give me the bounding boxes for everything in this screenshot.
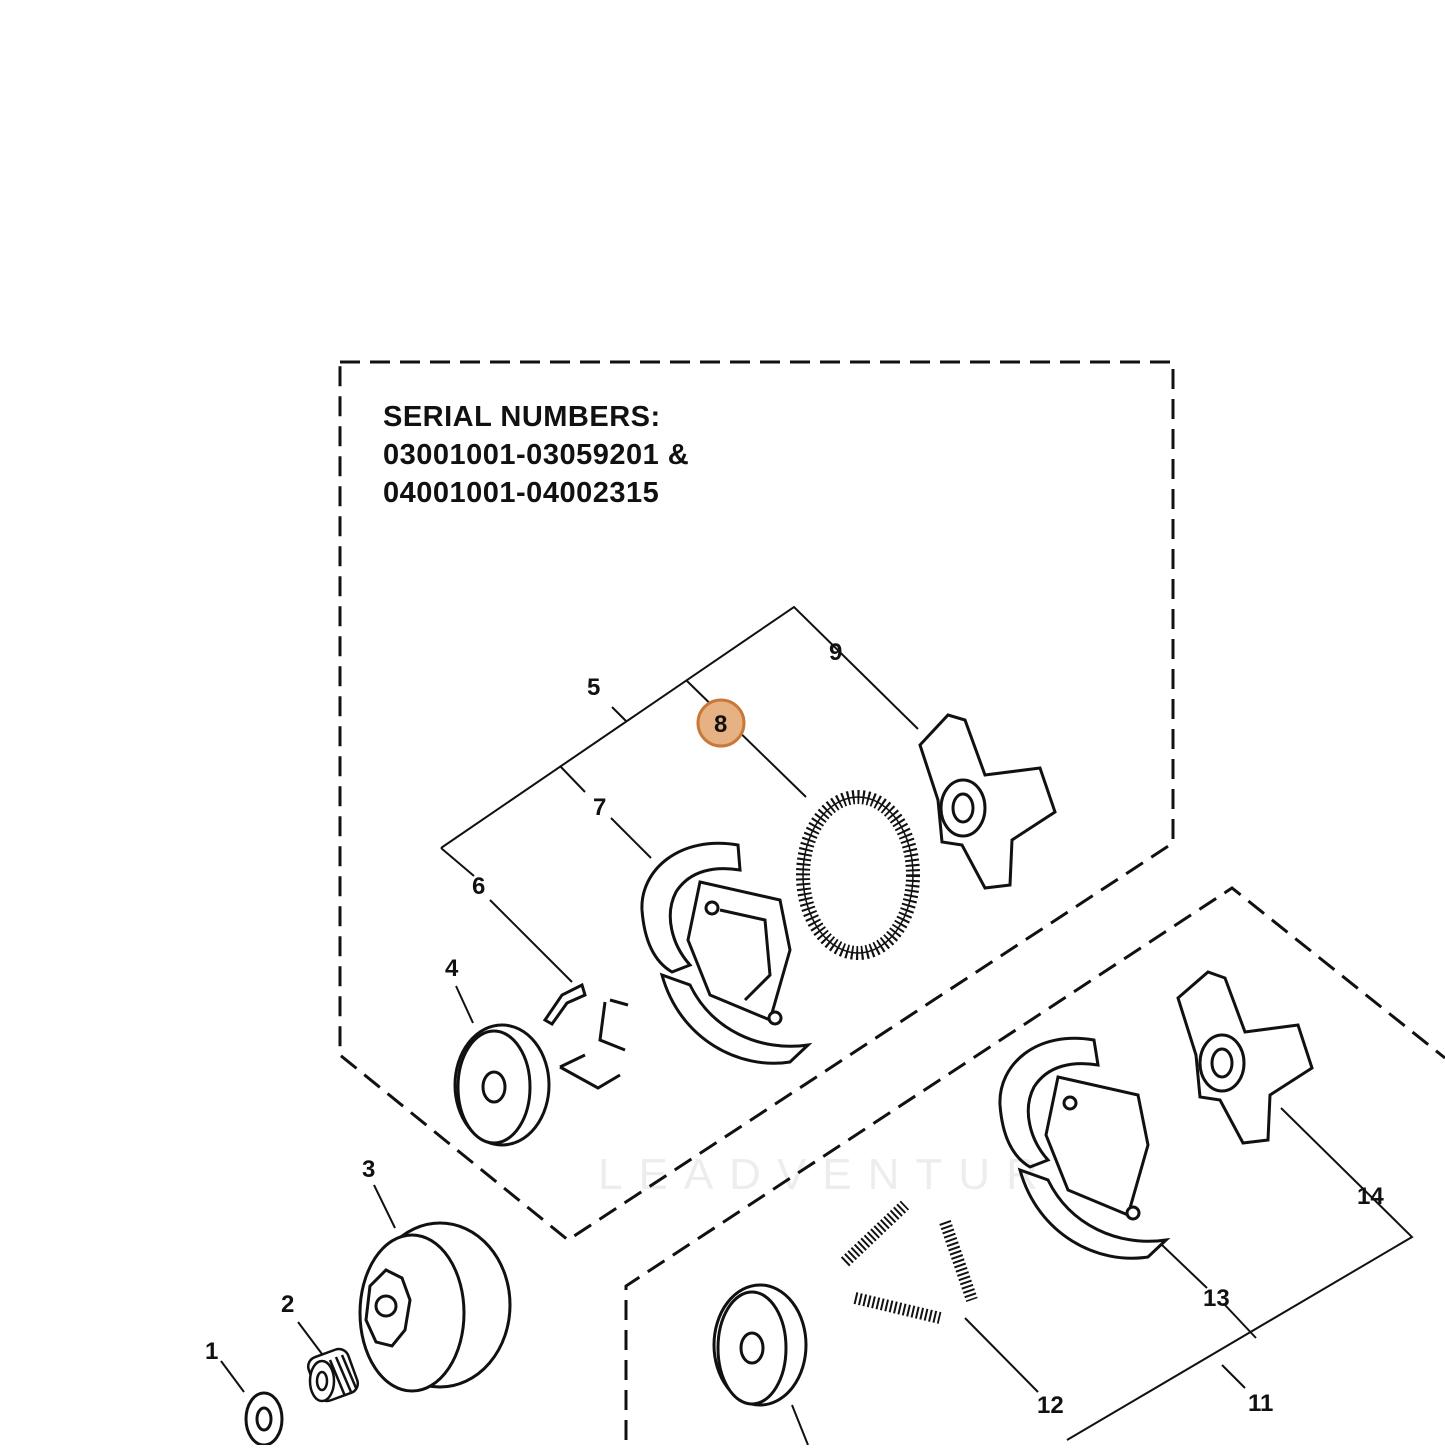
callout-1[interactable]: 1 <box>205 1338 218 1365</box>
serial-line-3: 04001001-04002315 <box>383 477 660 509</box>
clutch-shoes-part-7 <box>640 841 813 1065</box>
callout-11[interactable]: 11 <box>1248 1390 1273 1417</box>
callout-9[interactable]: 9 <box>829 639 842 666</box>
washer-lower-group <box>712 1283 808 1407</box>
lower-group-dashed-box <box>624 886 1445 1440</box>
callout-7[interactable]: 7 <box>593 794 606 821</box>
serial-line-2: 03001001-03059201 & <box>383 439 690 471</box>
washer-part-4 <box>453 1023 551 1147</box>
callout-5[interactable]: 5 <box>587 674 600 701</box>
upper-group-dashed-box <box>338 360 1175 1242</box>
callout-4[interactable]: 4 <box>445 955 459 982</box>
callout-14[interactable]: 14 <box>1357 1183 1384 1210</box>
serial-numbers-note: SERIAL NUMBERS: 03001001-03059201 & 0400… <box>383 398 689 512</box>
clutch-shoes-part-13 <box>998 1036 1171 1260</box>
clutch-drum-part-3 <box>358 1221 512 1393</box>
clutch-carrier-part-9 <box>918 713 1057 890</box>
watermark: LEADVENTUR <box>598 1150 1054 1199</box>
callout-6[interactable]: 6 <box>472 873 485 900</box>
needle-bearing-part-2 <box>306 1347 360 1403</box>
callout-8-highlight[interactable] <box>696 698 746 748</box>
callout-3[interactable]: 3 <box>362 1156 375 1183</box>
callout-8[interactable]: 8 <box>714 711 727 738</box>
serial-line-1: SERIAL NUMBERS: <box>383 401 661 433</box>
spring-clips-part-6 <box>542 982 629 1090</box>
leader-lines <box>220 605 1414 1446</box>
washer-part-1 <box>244 1391 284 1447</box>
callout-12[interactable]: 12 <box>1037 1392 1064 1419</box>
springs-part-12 <box>840 1200 978 1324</box>
callout-2[interactable]: 2 <box>281 1291 294 1318</box>
callout-13[interactable]: 13 <box>1203 1285 1230 1312</box>
clutch-carrier-part-14 <box>1176 970 1314 1145</box>
clutch-spring-part-8 <box>796 790 920 960</box>
